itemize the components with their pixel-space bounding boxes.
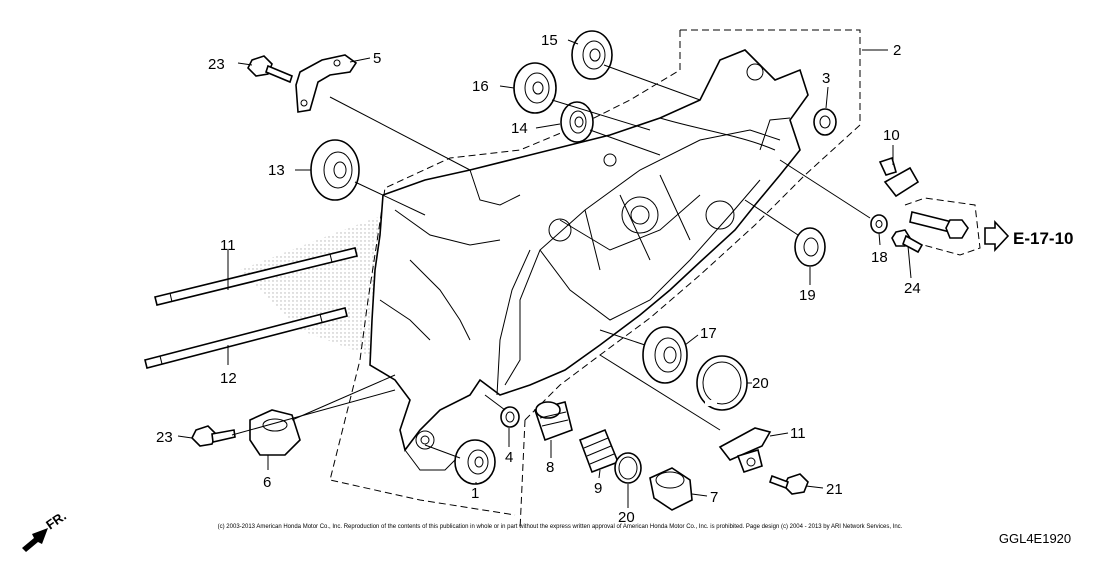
callout-24: 24	[904, 280, 921, 297]
callout-1: 1	[471, 485, 479, 502]
part-3-bearing	[813, 108, 837, 136]
callout-7: 7	[710, 489, 718, 506]
crankcase-body	[369, 49, 809, 471]
part-9-spring	[578, 428, 620, 474]
part-5-bracket	[295, 54, 358, 113]
part-18-seal	[642, 326, 688, 384]
part-10-clamp	[878, 156, 920, 198]
reference-bolt	[909, 211, 969, 239]
callout-21: 20	[752, 375, 769, 392]
reference-arrow	[984, 219, 1010, 253]
assembly-boundary-2	[524, 29, 861, 421]
part-21-snap-ring	[696, 355, 748, 411]
callout-4: 4	[505, 449, 513, 466]
part-20-o-ring	[614, 452, 642, 484]
arrow-icon	[22, 528, 48, 552]
reference-boundary	[904, 197, 981, 256]
callout-13: 18	[871, 249, 888, 266]
part-16-bearing	[571, 30, 613, 80]
part-12-stud-upper	[154, 247, 358, 306]
callout-11: 11	[790, 425, 806, 442]
part-4-dowel	[500, 406, 520, 428]
callout-19: 19	[799, 287, 816, 304]
callout-2: 2	[893, 42, 901, 59]
front-direction-arrow: FR.	[22, 508, 69, 552]
callout-10: 10	[883, 127, 900, 144]
callout-15: 14	[511, 120, 528, 137]
leader-lines	[177, 39, 912, 508]
part-7-plug	[649, 467, 693, 511]
callout-12-lower: 12	[220, 370, 237, 387]
part-19-seal	[794, 227, 826, 267]
callout-20: 20	[618, 509, 635, 526]
callout-22: 21	[826, 481, 843, 498]
reference-code: E-17-10	[1013, 229, 1073, 248]
part-6-guide	[249, 409, 301, 456]
callout-8: 8	[546, 459, 554, 476]
part-24-bolt	[891, 229, 924, 254]
figure-code: GGL4E1920	[999, 531, 1071, 546]
part-14-bearing	[310, 139, 360, 201]
callout-3: 3	[822, 70, 830, 87]
callout-18: 17	[700, 325, 717, 342]
part-15-bearing	[560, 101, 594, 143]
assembly-boundary-bottom	[519, 419, 526, 531]
callout-9: 9	[594, 480, 602, 497]
callout-17: 16	[472, 78, 489, 95]
copyright-notice: (c) 2003-2013 American Honda Motor Co., …	[218, 524, 903, 530]
callout-16: 15	[541, 32, 558, 49]
part-8-strainer	[533, 401, 573, 442]
callout-23-upper: 23	[208, 56, 225, 73]
callout-5: 5	[373, 50, 381, 67]
part-11-bracket	[718, 427, 772, 474]
callout-12-upper: 11	[220, 237, 236, 254]
part-17-bearing	[513, 62, 557, 114]
callout-14: 13	[268, 162, 285, 179]
part-22-bolt	[768, 473, 809, 495]
callout-23-lower: 23	[156, 429, 173, 446]
assembly-lines	[231, 64, 871, 459]
part-23-bolt-upper	[247, 55, 293, 84]
callout-6: 6	[263, 474, 271, 491]
part-23-bolt-lower	[191, 425, 236, 447]
callout-labels: 23 5 15 2 3 16 14 13 10 11 18 24 E-17-10…	[156, 32, 1073, 526]
part-13-washer	[870, 214, 888, 234]
part-12-stud-lower	[144, 307, 348, 369]
part-1-bearing	[454, 439, 496, 485]
